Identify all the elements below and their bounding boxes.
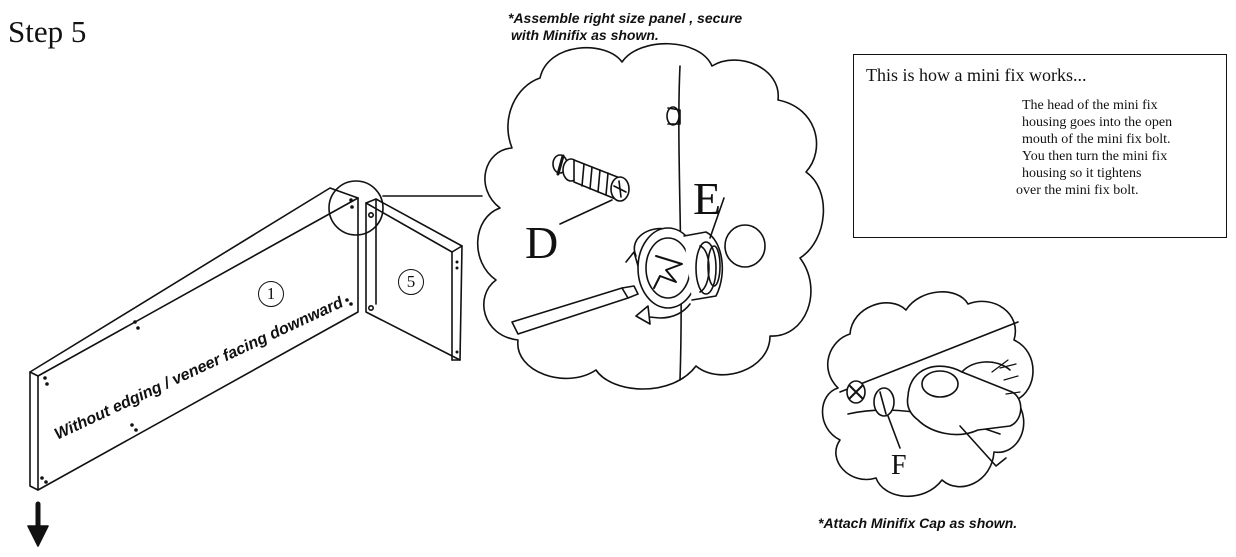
infobox-body: The head of the mini fix housing goes in… <box>1016 97 1222 199</box>
infobox-line: You then turn the mini fix <box>1022 149 1168 164</box>
minifix-cam-icon <box>625 227 724 309</box>
infobox-line: over the mini fix bolt. <box>1016 183 1139 198</box>
panel-1-holes <box>40 198 354 484</box>
assembly-note-line-1: *Assemble right size panel , secure <box>508 10 743 26</box>
infobox-line: housing so it tightens <box>1022 166 1142 181</box>
leader-e <box>709 197 725 239</box>
leader-d <box>559 199 613 225</box>
infobox-line: housing goes into the open <box>1022 115 1173 130</box>
minifix-info-box: This is how a mini fix works... The head… <box>853 54 1227 238</box>
minifix-cap-icon <box>846 380 895 417</box>
magnifier-circle <box>328 180 384 236</box>
infobox-line: The head of the mini fix <box>1022 98 1158 113</box>
infobox-line: mouth of the mini fix bolt. <box>1022 132 1171 147</box>
part-label-e: E <box>693 173 722 224</box>
panel-1-drawing <box>29 187 359 491</box>
thumb-icon <box>906 359 1022 467</box>
part-label-f: F <box>891 450 907 481</box>
detail-cloud <box>476 42 825 390</box>
leader-f <box>887 415 901 449</box>
screwdriver-icon <box>511 285 639 335</box>
minifix-bolt-icon <box>552 154 630 202</box>
cap-note: *Attach Minifix Cap as shown. <box>818 515 1018 531</box>
infobox-title: This is how a mini fix works... <box>866 65 1087 85</box>
down-arrow-icon <box>27 501 49 547</box>
panel-number-5: 5 <box>398 269 424 295</box>
step-title: Step 5 <box>8 14 87 49</box>
panel-number-1: 1 <box>258 281 284 307</box>
peg-detail <box>666 106 681 126</box>
rotation-arrow <box>637 303 691 319</box>
assembly-note-line-2: with Minifix as shown. <box>511 27 659 43</box>
assembly-note: *Assemble right size panel , secure with… <box>508 10 742 44</box>
part-label-d: D <box>525 217 559 268</box>
